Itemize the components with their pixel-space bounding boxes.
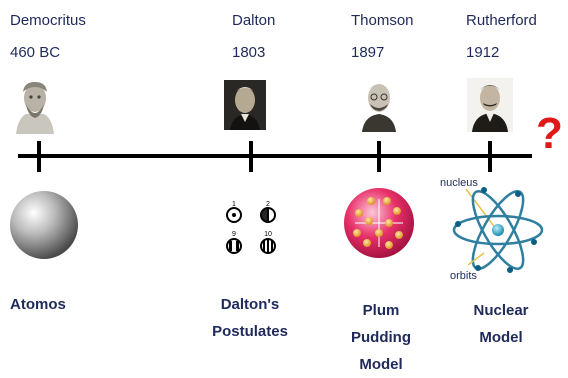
orbits-label: orbits <box>450 270 477 282</box>
thomson-portrait-icon <box>356 78 402 132</box>
democritus-year: 460 BC <box>10 44 61 61</box>
model-label-nuclear: Nuclear Model <box>460 297 542 351</box>
model-line: Model <box>479 329 523 346</box>
model-line: Postulates <box>212 323 288 340</box>
democritus-name: Democritus <box>10 12 86 29</box>
thomson-name: Thomson <box>351 12 414 29</box>
model-line: Nuclear <box>473 302 529 319</box>
model-label-atomos: Atomos <box>10 291 92 318</box>
atomos-sphere-icon <box>10 191 78 259</box>
rutherford-year: 1912 <box>466 44 500 61</box>
rutherford-portrait-icon <box>467 78 513 132</box>
dalton-symbols-icon: 1 2 9 10 <box>226 201 276 254</box>
nuclear-atom-icon: nucleus orbits <box>440 177 544 282</box>
model-line: Pudding <box>351 329 411 346</box>
symbol-label-2: 2 <box>266 201 270 208</box>
symbol-label-9: 9 <box>232 231 236 238</box>
nucleus-label: nucleus <box>440 177 478 189</box>
symbol-label-1: 1 <box>232 201 236 208</box>
rutherford-name: Rutherford <box>466 12 537 29</box>
model-line: Plum <box>362 302 400 319</box>
dalton-year: 1803 <box>232 44 266 61</box>
symbol-label-10: 10 <box>264 231 272 238</box>
thomson-year: 1897 <box>351 44 385 61</box>
plum-pudding-icon <box>344 188 414 258</box>
model-label-dalton: Dalton's Postulates <box>200 291 300 345</box>
model-line: Dalton's <box>220 296 280 313</box>
model-line: Atomos <box>10 296 66 313</box>
model-line: Model <box>359 356 403 373</box>
dalton-portrait-icon <box>224 80 266 130</box>
dalton-name: Dalton <box>232 12 276 29</box>
question-mark-icon: ? <box>536 109 563 158</box>
democritus-bust-icon <box>12 78 58 134</box>
model-label-plum-pudding: Plum Pudding Model <box>340 297 422 378</box>
